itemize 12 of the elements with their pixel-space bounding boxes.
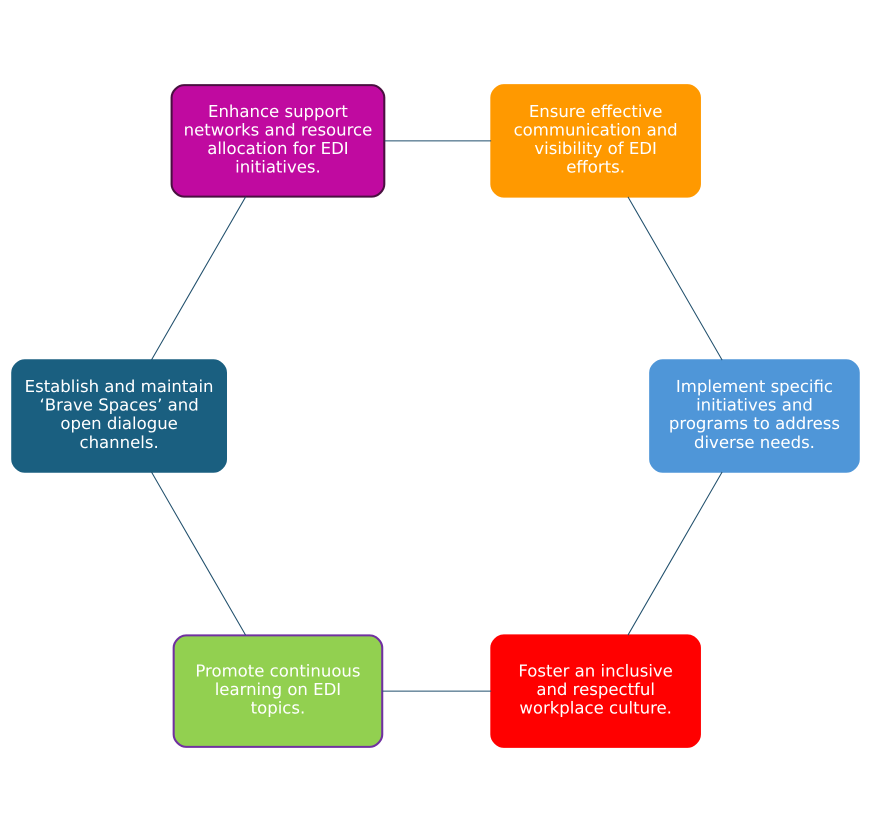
node-box: Implement specific initiatives and programs to address diverse needs. — [649, 359, 860, 473]
node-box: Ensure effective communication and visibility of EDI efforts. — [490, 84, 701, 198]
connector — [150, 472, 246, 636]
node-box: Promote continuous learning on EDI topics. — [172, 634, 384, 748]
connector — [384, 140, 492, 142]
connector — [382, 690, 492, 692]
connector — [151, 196, 246, 360]
connector — [627, 472, 723, 636]
node-box: Establish and maintain ‘Brave Spaces’ and open dialogue channels. — [11, 359, 227, 473]
node-box: Enhance support networks and resource allocation for EDI initiatives. — [170, 84, 386, 198]
connector — [628, 196, 723, 360]
node-box: Foster an inclusive and respectful workplace culture. — [490, 634, 701, 748]
